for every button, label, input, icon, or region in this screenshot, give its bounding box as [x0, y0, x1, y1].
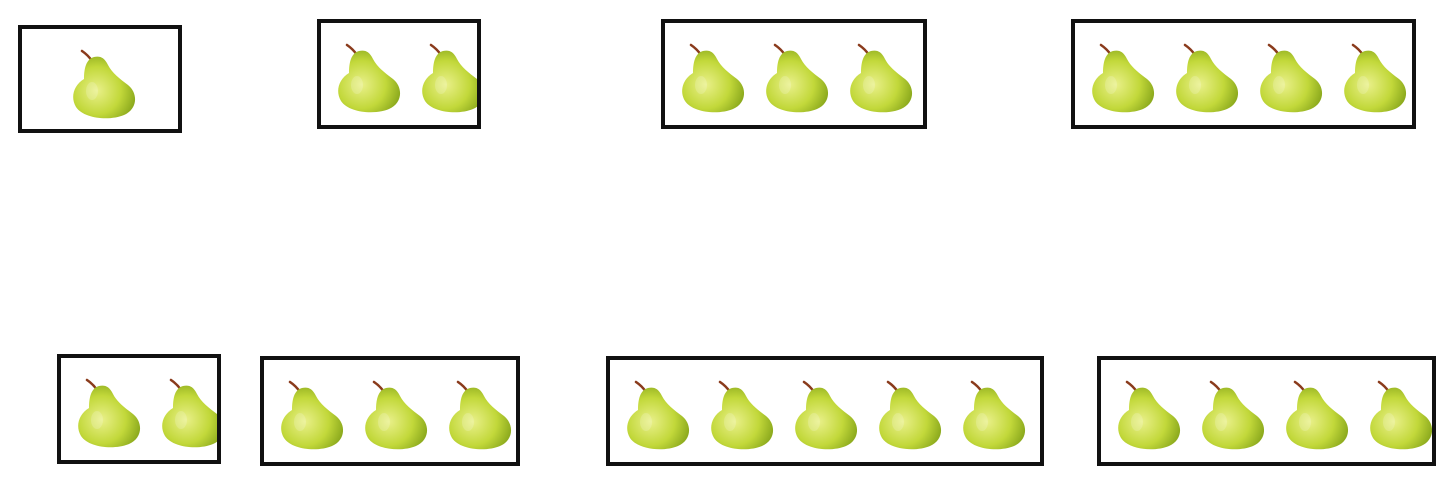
pear-icon	[73, 376, 145, 450]
pear-group-box	[661, 19, 927, 129]
pear-icon	[444, 378, 516, 452]
pear-icon	[417, 41, 477, 115]
pear-group-box	[317, 19, 481, 129]
pear-icon	[1197, 378, 1269, 452]
pear-group-box	[1071, 19, 1416, 129]
pear-group-box	[260, 356, 520, 466]
pear-icon	[790, 378, 862, 452]
pear-group-box	[1097, 356, 1436, 466]
pear-group-box	[18, 25, 182, 133]
pear-icon	[1171, 41, 1243, 115]
pear-group-box	[606, 356, 1044, 466]
pear-icon	[1365, 378, 1432, 452]
pear-icon	[68, 47, 140, 121]
pear-group-box	[57, 354, 221, 464]
pear-icon	[874, 378, 946, 452]
pear-icon	[706, 378, 778, 452]
pear-icon	[360, 378, 432, 452]
pear-icon	[276, 378, 348, 452]
pear-icon	[845, 41, 917, 115]
pear-icon	[1113, 378, 1185, 452]
pear-icon	[761, 41, 833, 115]
pear-icon	[1087, 41, 1159, 115]
pear-icon	[1281, 378, 1353, 452]
pear-icon	[157, 376, 217, 450]
pear-icon	[958, 378, 1030, 452]
pear-icon	[1339, 41, 1411, 115]
pear-icon	[1255, 41, 1327, 115]
pear-icon	[333, 41, 405, 115]
pear-icon	[677, 41, 749, 115]
pear-icon	[622, 378, 694, 452]
